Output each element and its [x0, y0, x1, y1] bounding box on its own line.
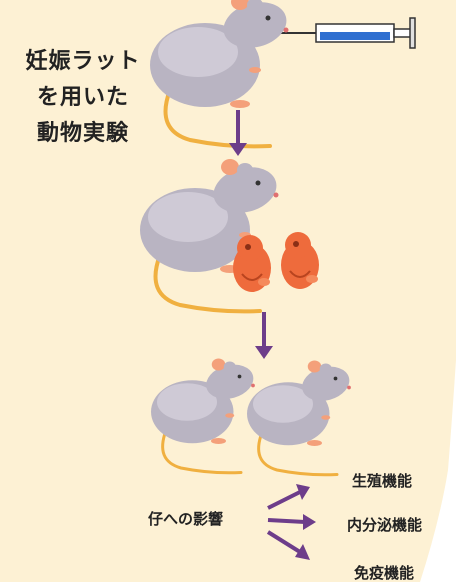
arrow-down-icon	[229, 110, 247, 156]
rat-icon	[245, 359, 355, 477]
outcome-immune: 免疫機能	[354, 564, 415, 582]
title-line-3: 動物実験	[36, 121, 129, 146]
pup-icon	[232, 234, 272, 293]
title-line-1: 妊娠ラット	[25, 49, 141, 74]
arrow-down-icon	[255, 312, 273, 359]
diagram-title: 妊娠ラット を用いた 動物実験	[8, 44, 158, 152]
rat-icon	[148, 0, 294, 149]
arrow-icon	[267, 484, 310, 510]
outcome-endocrine: 内分泌機能	[347, 516, 423, 534]
title-line-2: を用いた	[36, 85, 129, 110]
pup-icon	[280, 231, 320, 290]
outcome-reproductive: 生殖機能	[352, 472, 413, 490]
arrow-icon	[266, 530, 310, 560]
rat-icon	[149, 357, 259, 475]
arrow-icon	[267, 514, 316, 530]
syringe-icon	[260, 17, 416, 49]
offspring-effects-label: 仔への影響	[148, 510, 224, 528]
